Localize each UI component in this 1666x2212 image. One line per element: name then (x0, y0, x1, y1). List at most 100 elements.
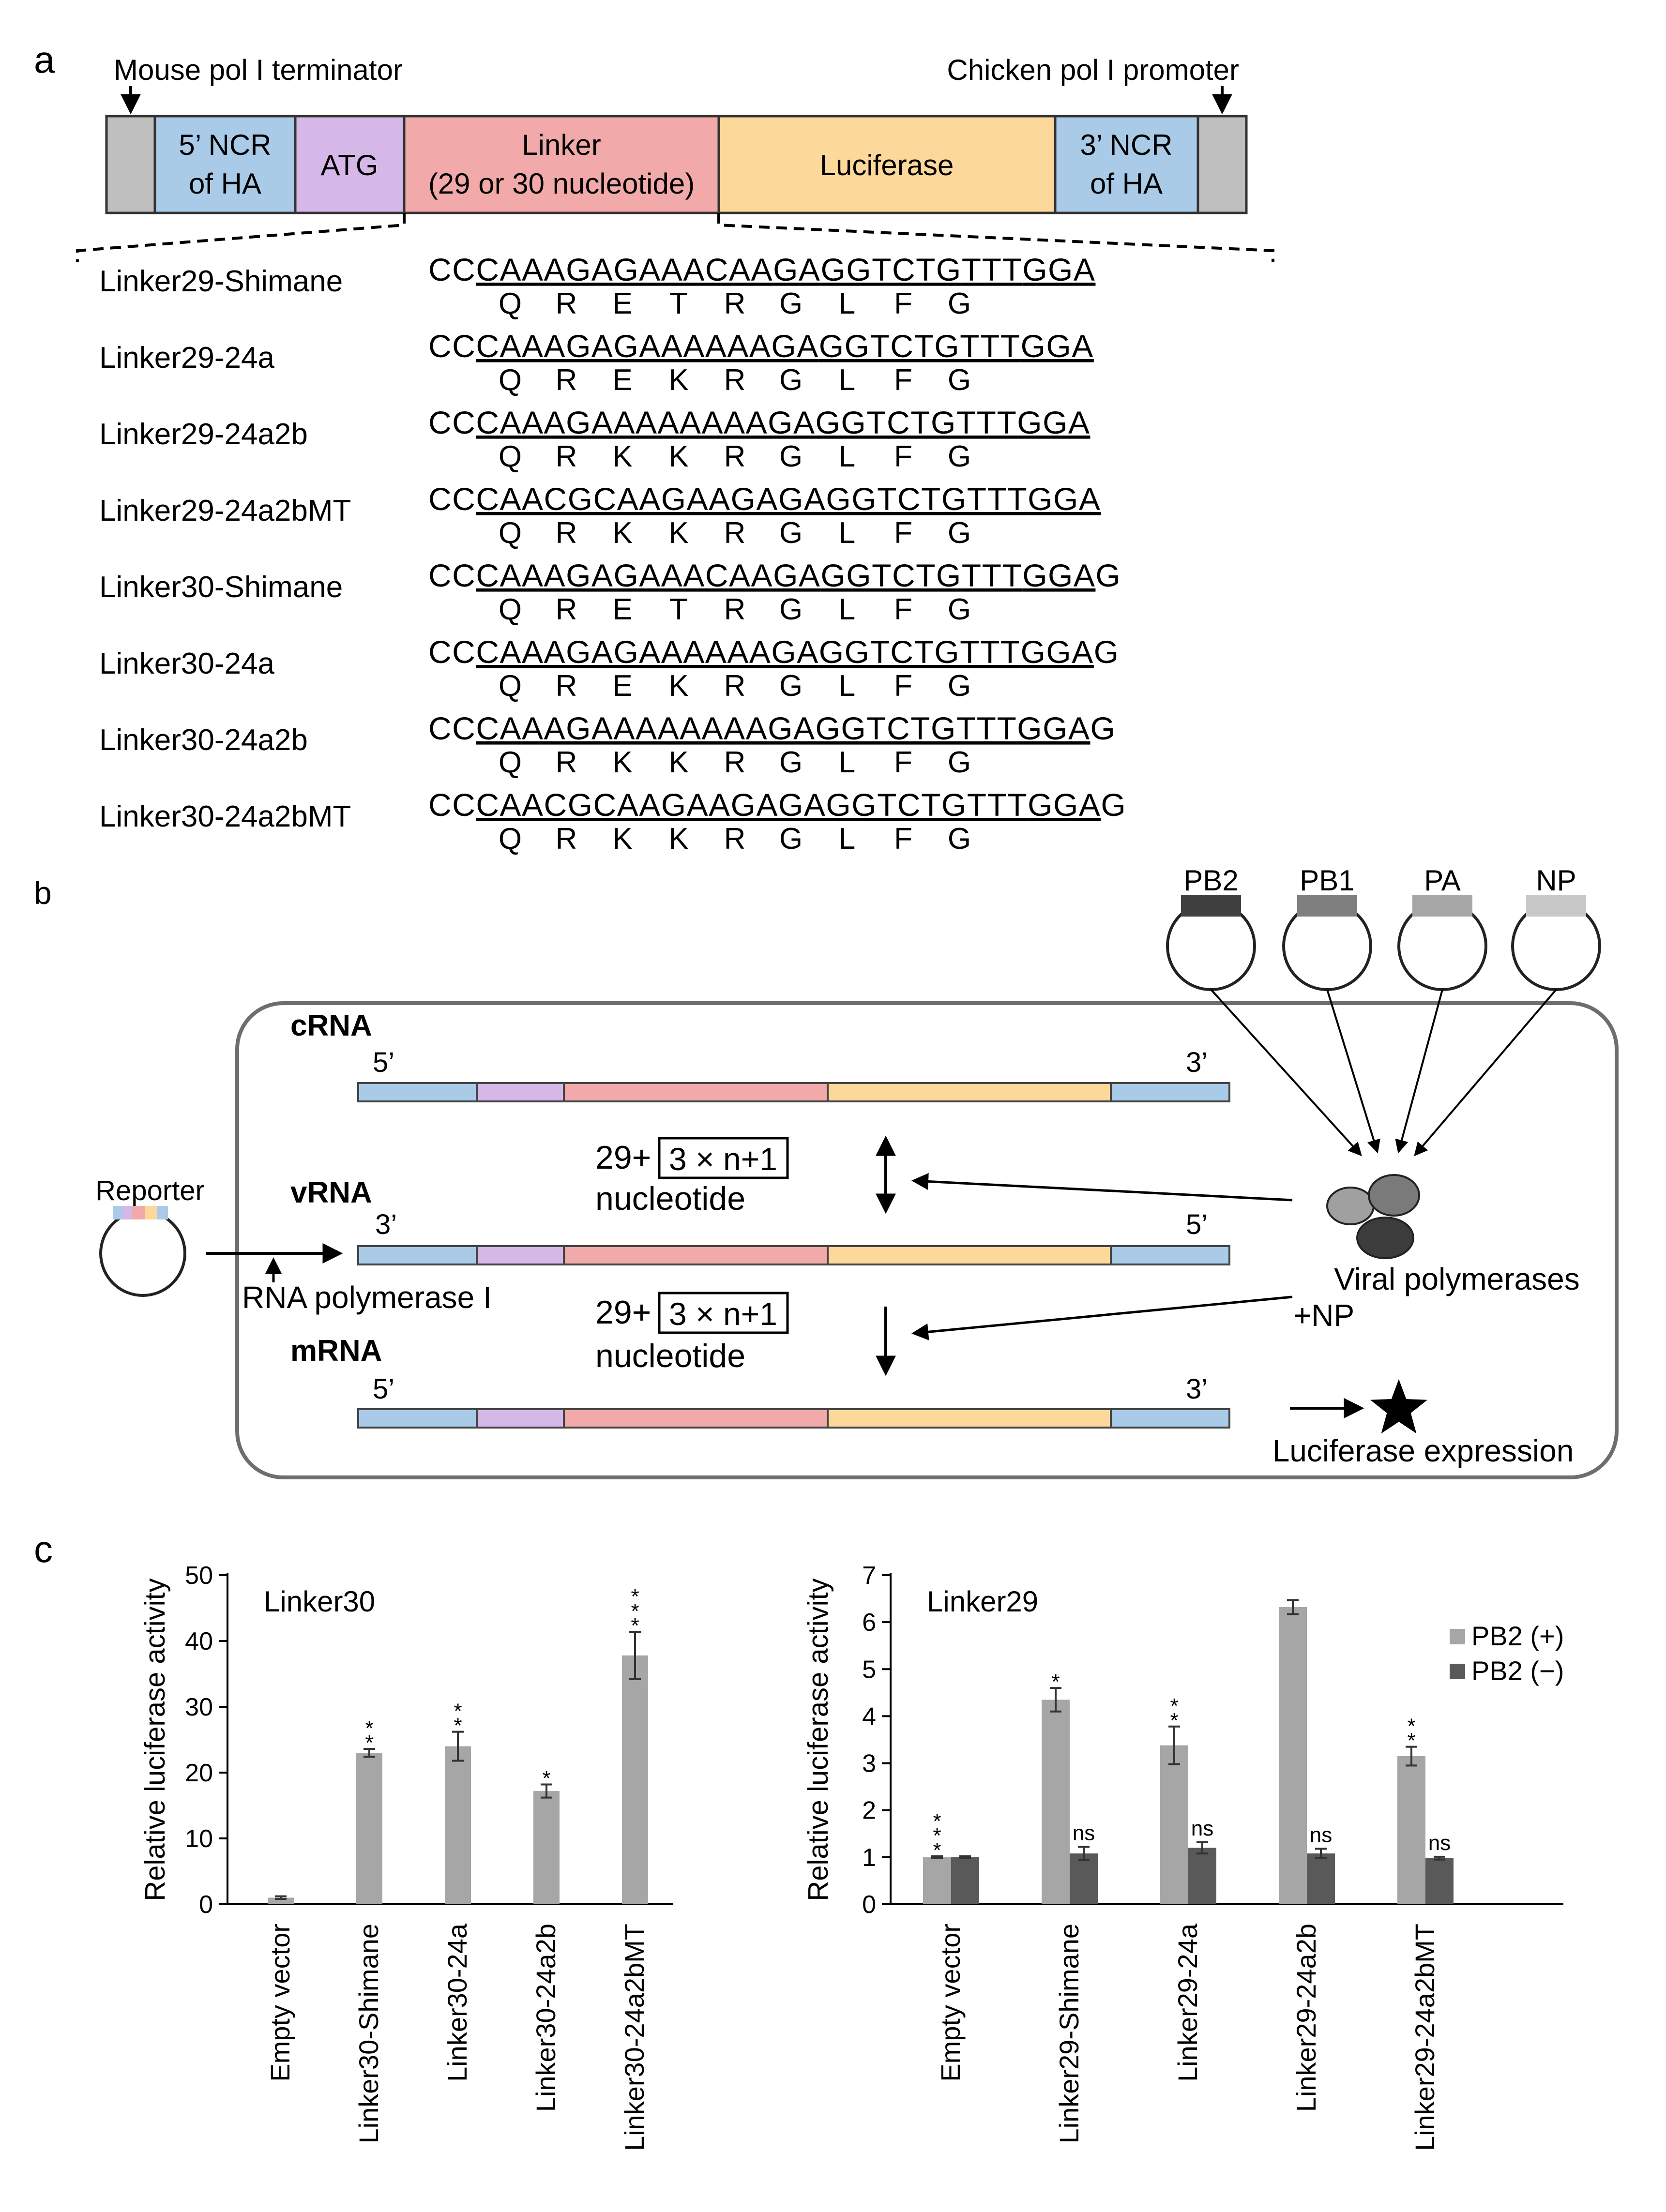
nucleotide-sequence: CCCAAAGAAAAAAAAGAGGTCTGTTTGGAG (428, 710, 1116, 746)
y-axis-label: Relative luciferase activity (139, 1578, 171, 1901)
amino-acid: G (948, 516, 971, 550)
plasmid-label-pb1: PB1 (1300, 864, 1354, 897)
atg-label: ATG (321, 149, 379, 181)
zoom-line-right (717, 213, 1274, 262)
construct-name: Linker29-Shimane (99, 265, 343, 298)
significance-label: ns (1191, 1817, 1213, 1840)
crna-3prime: 3’ (1186, 1047, 1208, 1078)
amino-acid: G (779, 440, 803, 473)
amino-acid: T (669, 287, 688, 320)
y-tick-label: 1 (862, 1844, 876, 1872)
pb1-arrow (1326, 989, 1380, 1154)
amino-acid: E (612, 363, 632, 397)
formula-box-2 (658, 1292, 789, 1334)
amino-acid: T (669, 593, 688, 626)
nucleotide-sequence: CCCAAAGAGAAAAAAGAGGTCTGTTTGGA (428, 328, 1094, 364)
cell-boundary (235, 1001, 1619, 1479)
amino-acid: K (612, 516, 632, 550)
amino-acid: L (839, 440, 855, 473)
amino-acid: G (948, 669, 971, 703)
promoter-segment (1196, 115, 1248, 214)
significance-label: *** (933, 1809, 941, 1862)
bar (1042, 1700, 1070, 1904)
amino-acid: G (779, 593, 803, 626)
luciferase-star-icon (1370, 1379, 1427, 1434)
vrna-5prime: 5’ (1186, 1209, 1208, 1240)
amino-acid: Q (499, 669, 522, 703)
plasmid-label-pa: PA (1424, 864, 1461, 897)
construct-name: Linker29-24a2b (99, 418, 308, 451)
bar (923, 1857, 951, 1904)
plasmid-label-np: NP (1536, 864, 1576, 897)
amino-acid: R (556, 593, 577, 626)
reporter-label: Reporter (95, 1175, 205, 1206)
y-tick-label: 5 (862, 1655, 876, 1684)
formula-prefix-1: 29+ (595, 1139, 651, 1176)
luciferase-expression-label: Luciferase expression (1272, 1433, 1574, 1468)
strand-segment (1110, 1245, 1230, 1265)
amino-acid: G (779, 822, 803, 856)
nucleotide-sequence: CCCAACGCAAGAAGAGAGGTCTGTTTGGA (428, 481, 1101, 517)
category-label: Linker30-24a (442, 1923, 472, 2082)
panel-a: a Mouse pol I terminator Chicken pol I p… (34, 38, 1274, 856)
amino-acid: R (556, 287, 577, 320)
amino-acid: G (948, 363, 971, 397)
formula-box-text-2: 3 × n+1 (669, 1296, 777, 1332)
amino-acid: G (948, 287, 971, 320)
polymerase-subunit-1 (1326, 1187, 1375, 1225)
bar (1188, 1848, 1216, 1904)
amino-acid: F (894, 822, 912, 856)
y-axis-label: Relative luciferase activity (803, 1578, 834, 1901)
amino-acid: Q (499, 593, 522, 626)
vrna-label: vRNA (290, 1176, 372, 1209)
amino-acid: G (948, 822, 971, 856)
amino-acid: K (668, 440, 688, 473)
amino-acid: F (894, 440, 912, 473)
bar (356, 1753, 382, 1904)
legend-swatch (1450, 1629, 1465, 1644)
category-label: Linker29-Shimane (1054, 1924, 1084, 2143)
category-label: Empty vector (935, 1924, 966, 2082)
panel-label-a: a (34, 38, 55, 81)
y-tick-label: 20 (185, 1759, 213, 1787)
promoter-label: Chicken pol I promoter (947, 54, 1239, 86)
strand-segment (357, 1082, 478, 1102)
construct-name: Linker29-24a2bMT (99, 494, 351, 527)
mrna-label: mRNA (290, 1334, 382, 1368)
construct-name: Linker29-24a (99, 341, 274, 375)
bar (533, 1791, 560, 1904)
luciferase-label: Luciferase (820, 149, 954, 181)
ncr5-label-1: 5’ NCR (179, 129, 271, 161)
significance-label: ns (1073, 1821, 1095, 1845)
nucleotide-sequence: CCCAAAGAGAAAAAAGAGGTCTGTTTGGAG (428, 634, 1120, 670)
plasmid-insert-pb2 (1181, 895, 1241, 917)
reporter-plasmid (99, 1210, 186, 1297)
construct-name: Linker30-24a (99, 647, 274, 680)
y-tick-label: 6 (862, 1609, 876, 1637)
amino-acid: E (612, 669, 632, 703)
pb2-arrow (1210, 989, 1362, 1157)
amino-acid: G (948, 440, 971, 473)
strand-segment (357, 1245, 478, 1265)
amino-acid: R (724, 746, 746, 779)
crna-5prime: 5’ (373, 1047, 394, 1078)
category-label: Linker30-24a2b (530, 1924, 561, 2112)
category-label: Linker29-24a2bMT (1409, 1924, 1440, 2151)
nucleotide-sequence: CCCAAAGAAAAAAAAGAGGTCTGTTTGGA (428, 405, 1090, 440)
luciferase-segment (717, 115, 1057, 214)
amino-acid: R (556, 440, 577, 473)
y-tick-label: 4 (862, 1702, 876, 1730)
bar (622, 1655, 648, 1904)
plasmid-insert-np (1526, 895, 1586, 917)
viral-polymerase-label-2: +NP (1293, 1298, 1354, 1333)
strand-segment (827, 1082, 1112, 1102)
amino-acid: G (779, 669, 803, 703)
np-arrow (1414, 989, 1557, 1157)
amino-acid: R (724, 287, 746, 320)
y-tick-label: 40 (185, 1627, 213, 1655)
amino-acid: Q (499, 440, 522, 473)
amino-acid: K (668, 822, 688, 856)
construct-name: Linker30-Shimane (99, 571, 343, 604)
category-label: Linker29-24a (1172, 1923, 1203, 2082)
